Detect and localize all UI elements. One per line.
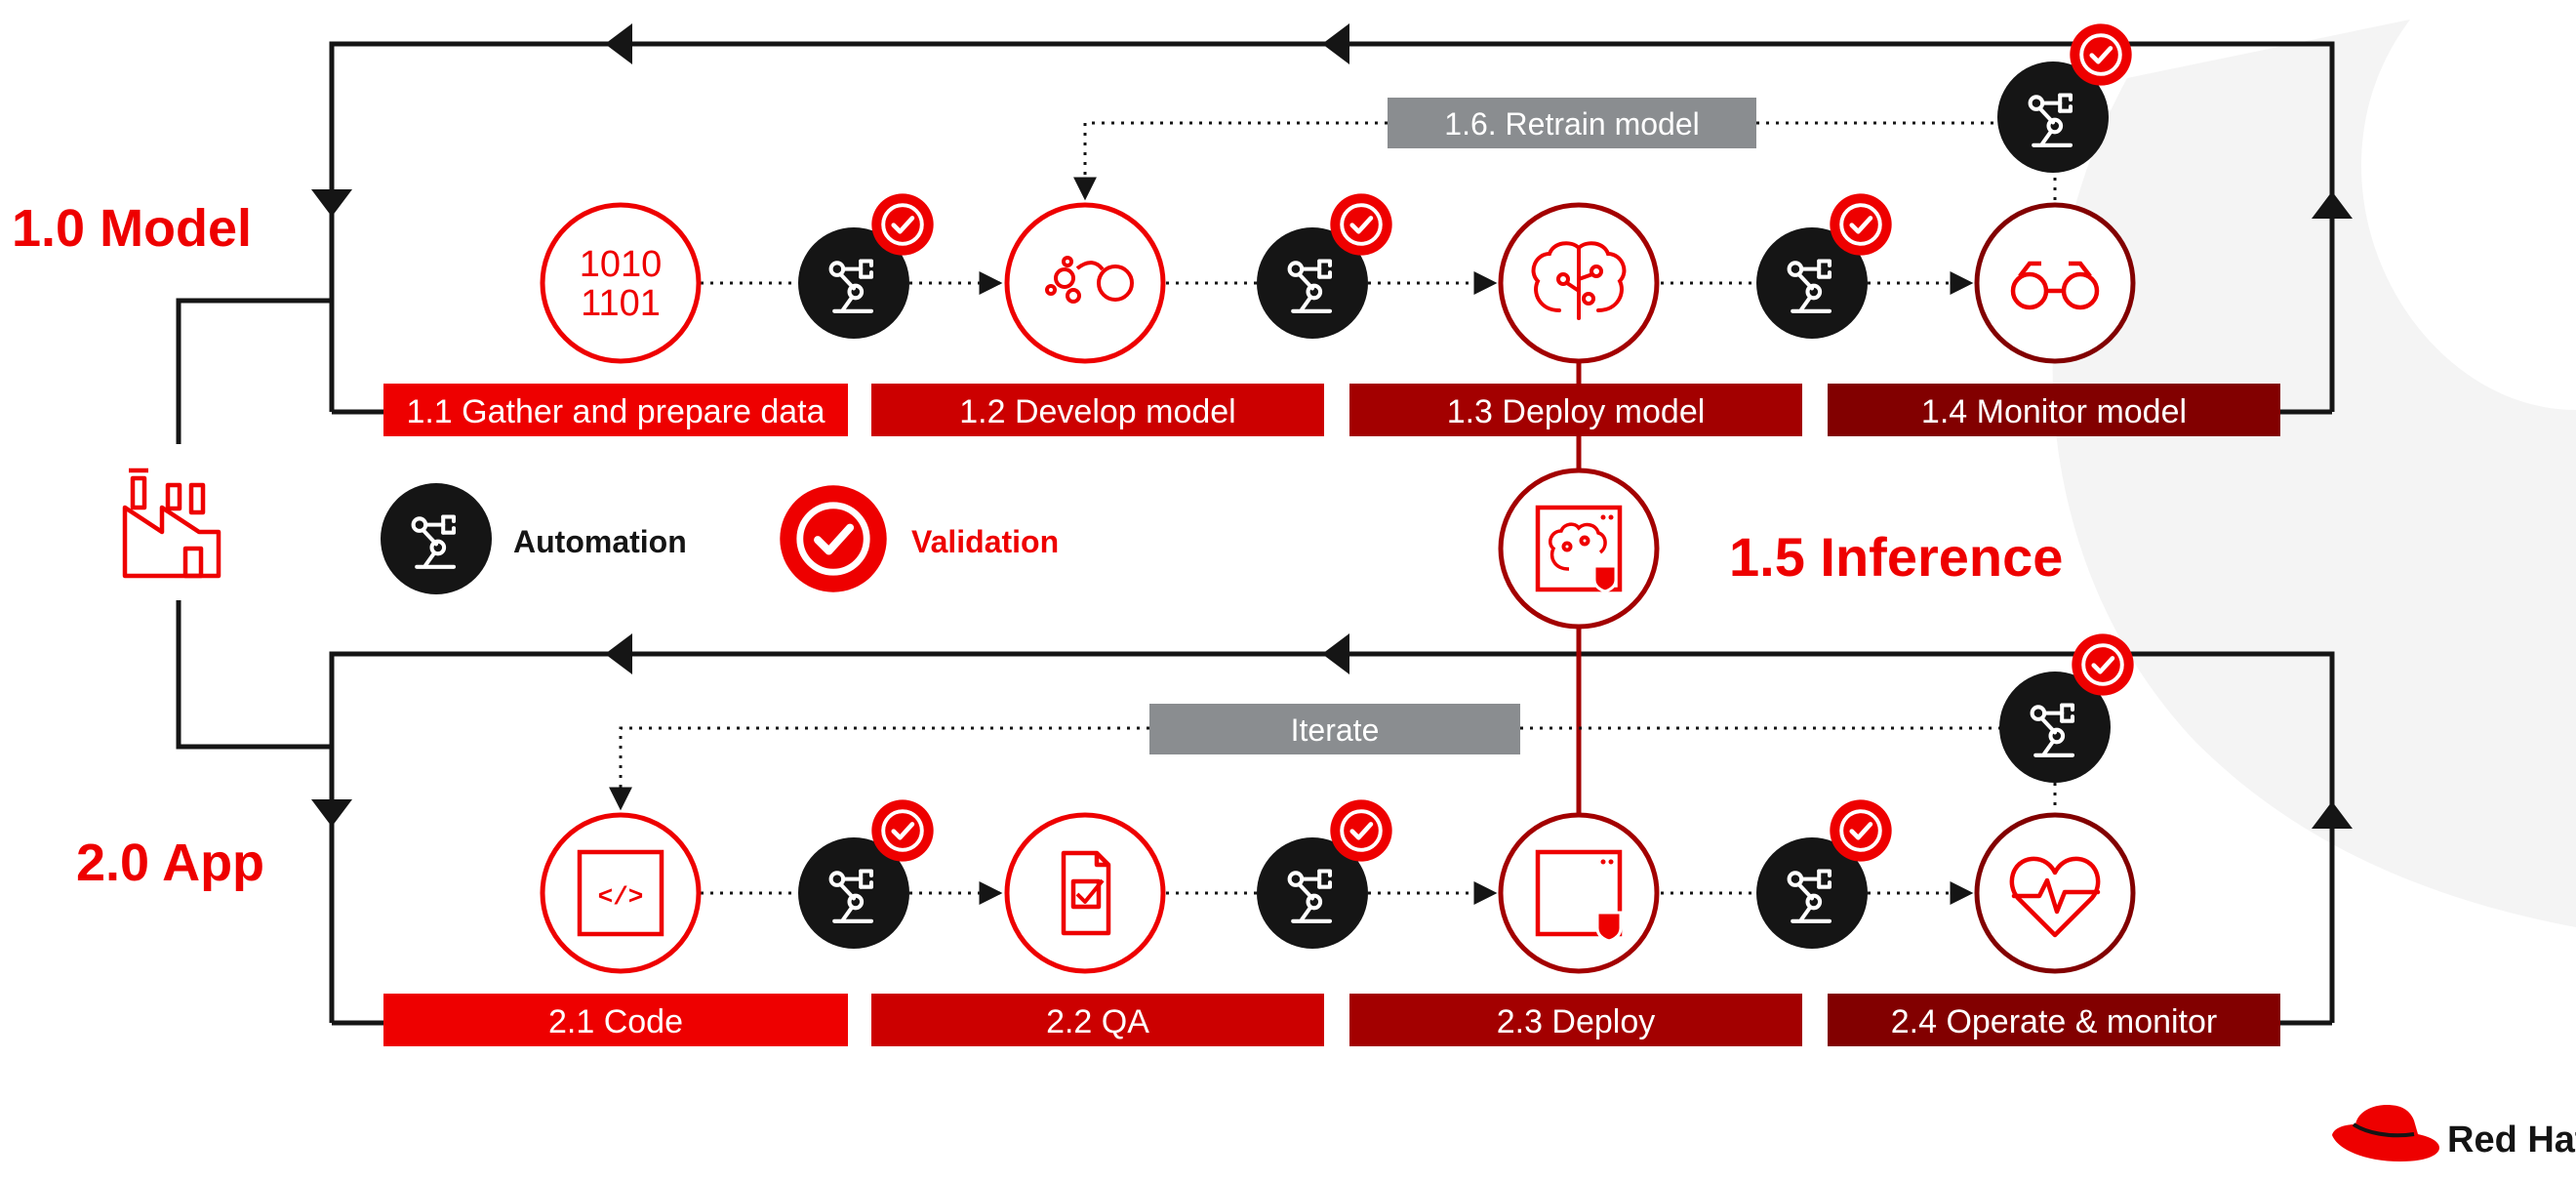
- stage-label-operate-monitor: 2.4 Operate & monitor: [1891, 1003, 2218, 1040]
- model-bubbles-icon: [1045, 256, 1134, 304]
- svg-text:1010: 1010: [580, 244, 663, 285]
- retrain-model-label: 1.6. Retrain model: [1444, 106, 1699, 142]
- stage-bar-gather-data: [383, 384, 848, 436]
- automation-node-2-3: [1756, 799, 1892, 949]
- stage-label-gather-data: 1.1 Gather and prepare data: [406, 393, 825, 430]
- inference-section-title: 1.5 Inference: [1729, 526, 2063, 588]
- automation-node-1-3: [1756, 193, 1892, 339]
- stage-bar-deploy-model: [1349, 384, 1802, 436]
- validation-check-icon: [1330, 193, 1391, 255]
- deploy-container-icon: [1535, 849, 1623, 943]
- stage-label-deploy: 2.3 Deploy: [1497, 1003, 1656, 1040]
- stage-bar-operate-monitor: [1828, 994, 2280, 1046]
- red-hat-logo: Red Hat: [2332, 1105, 2576, 1161]
- model-stage-bars: 1.1 Gather and prepare data 1.2 Develop …: [383, 384, 2280, 436]
- legend-automation: Automation: [381, 483, 687, 594]
- validation-check-icon: [871, 193, 933, 255]
- stage-label-develop-model: 1.2 Develop model: [959, 393, 1236, 430]
- qa-node: [1004, 812, 1166, 974]
- validation-check-icon: [1830, 799, 1891, 861]
- stage-bar-monitor-model: [1828, 384, 2280, 436]
- deploy-node: [1498, 812, 1660, 974]
- app-section-title: 2.0 App: [76, 834, 264, 892]
- legend-validation-label: Validation: [911, 524, 1059, 559]
- automation-node-1-4: [1997, 23, 2132, 173]
- validation-check-icon: [780, 485, 886, 591]
- model-section-title: 1.0 Model: [12, 199, 252, 258]
- develop-model-node: [1004, 202, 1166, 364]
- validation-check-icon: [871, 799, 933, 861]
- code-node: </>: [540, 812, 702, 974]
- binary-data-icon: 1010 1101: [580, 244, 663, 324]
- stage-label-monitor-model: 1.4 Monitor model: [1921, 393, 2187, 430]
- automation-node-2-1: [798, 799, 934, 949]
- app-flow-lines: [609, 726, 2057, 905]
- stage-label-qa: 2.2 QA: [1046, 1003, 1149, 1040]
- svg-text:1101: 1101: [581, 283, 661, 324]
- validation-check-icon: [1830, 193, 1891, 255]
- validation-check-icon: [2072, 633, 2133, 695]
- legend-automation-label: Automation: [513, 524, 687, 559]
- stage-label-deploy-model: 1.3 Deploy model: [1447, 393, 1706, 430]
- stage-bar-qa: [871, 994, 1324, 1046]
- inference-node: [1498, 468, 1660, 630]
- model-loop-arrows: [311, 23, 2353, 219]
- background-arc: [2052, 20, 2576, 927]
- automation-node-1-1: [798, 193, 934, 339]
- binoculars-icon: [2010, 261, 2100, 310]
- code-icon: </>: [577, 849, 664, 937]
- validation-check-icon: [1330, 799, 1391, 861]
- qa-document-icon: [1061, 850, 1111, 936]
- brain-icon: [1531, 241, 1627, 320]
- inference-icon: [1535, 505, 1623, 593]
- iterate-box: [1149, 704, 1520, 754]
- app-loop-arrows: [311, 633, 2353, 829]
- validation-check-icon: [2070, 23, 2131, 85]
- deploy-model-node: [1498, 202, 1660, 364]
- svg-text:</>: </>: [598, 882, 644, 912]
- app-stage-bars: 2.1 Code 2.2 QA 2.3 Deploy 2.4 Operate &…: [383, 994, 2280, 1046]
- retrain-model-box: [1388, 98, 1756, 148]
- red-hat-logo-text: Red Hat: [2447, 1120, 2576, 1161]
- factory-icon: [122, 468, 221, 579]
- automation-node-2-4: [1999, 633, 2134, 783]
- iterate-label: Iterate: [1291, 713, 1380, 748]
- model-flow-lines: [701, 121, 2057, 295]
- red-hat-logo-icon: [2332, 1105, 2439, 1161]
- automation-node-1-2: [1257, 193, 1392, 339]
- monitor-model-node: [1974, 202, 2136, 364]
- operate-monitor-node: [1974, 812, 2136, 974]
- gather-data-node: 1010 1101: [540, 202, 702, 364]
- stage-bar-code: [383, 994, 848, 1046]
- legend-validation: Validation: [780, 485, 1059, 591]
- stage-bar-develop-model: [871, 384, 1324, 436]
- stage-bar-deploy: [1349, 994, 1802, 1046]
- stage-label-code: 2.1 Code: [548, 1003, 683, 1040]
- heartbeat-icon: [2009, 856, 2101, 938]
- automation-node-2-2: [1257, 799, 1392, 949]
- factory-connector: [176, 298, 332, 750]
